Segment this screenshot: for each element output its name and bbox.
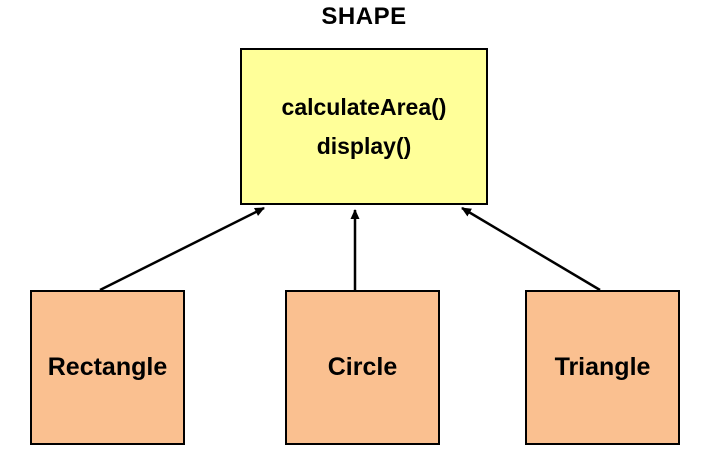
shape-class-box: calculateArea() display()	[240, 48, 488, 205]
rectangle-label: Rectangle	[47, 353, 168, 381]
arrow-triangle-to-shape	[461, 206, 601, 292]
method-display: display()	[316, 132, 412, 159]
circle-class-box: Circle	[285, 290, 440, 445]
rectangle-class-box: Rectangle	[30, 290, 185, 445]
method-calculate-area: calculateArea()	[281, 94, 447, 121]
diagram-title: SHAPE	[321, 3, 407, 30]
arrow-rectangle-to-shape	[99, 206, 265, 292]
circle-label: Circle	[327, 353, 398, 381]
triangle-label: Triangle	[554, 353, 651, 381]
triangle-class-box: Triangle	[525, 290, 680, 445]
